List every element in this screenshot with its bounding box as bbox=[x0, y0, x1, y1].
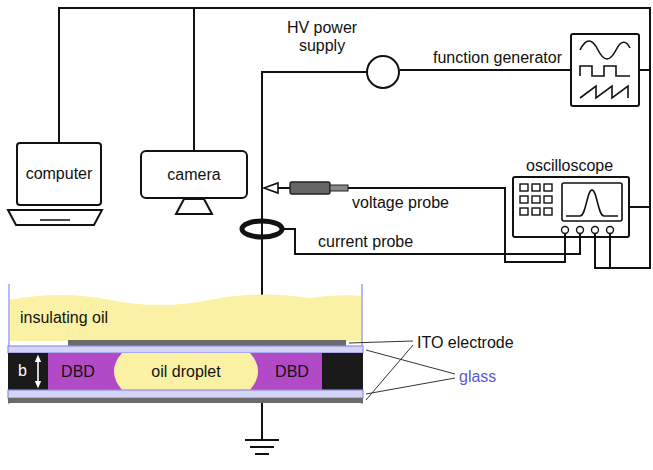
probe-label: current probe bbox=[318, 233, 413, 251]
spacer bbox=[8, 353, 48, 390]
oscilloscope-buttons bbox=[544, 184, 552, 191]
oil-bath bbox=[10, 294, 361, 341]
node-label: insulating oil bbox=[20, 309, 108, 327]
oscilloscope-knobs bbox=[562, 227, 569, 234]
sine-wave bbox=[580, 41, 630, 59]
bottom-ito-electrode bbox=[8, 398, 363, 403]
voltage-probe-body bbox=[290, 182, 330, 194]
pulse-trace bbox=[566, 190, 618, 216]
camera-stand bbox=[176, 199, 212, 214]
oscilloscope-buttons bbox=[532, 208, 540, 215]
node-label: computer bbox=[26, 165, 93, 183]
part-label: glass bbox=[459, 368, 496, 386]
node-label: DBD bbox=[275, 363, 309, 381]
current-wire bbox=[282, 229, 580, 254]
top-ito-electrode bbox=[68, 340, 346, 346]
ground-symbol bbox=[245, 439, 279, 441]
ground-symbol bbox=[255, 453, 269, 455]
ground-symbol bbox=[250, 446, 274, 448]
wire bbox=[194, 8, 650, 150]
node-label: camera bbox=[167, 166, 220, 184]
voltage-wire bbox=[348, 188, 565, 262]
ground-symbol bbox=[245, 403, 279, 454]
oscilloscope-buttons bbox=[520, 184, 552, 215]
sawtooth-wave bbox=[580, 86, 628, 98]
oscilloscope-buttons bbox=[532, 184, 540, 191]
computer-screen: computer bbox=[16, 142, 102, 206]
part-label: ITO electrode bbox=[417, 334, 514, 352]
wire bbox=[59, 8, 650, 142]
voltage-probe-tip bbox=[264, 183, 278, 193]
node-label: HV power supply bbox=[282, 19, 362, 54]
oscilloscope-knobs bbox=[562, 227, 614, 234]
ground-symbol bbox=[261, 403, 263, 440]
waveforms bbox=[580, 41, 630, 98]
oil-region: insulating oil bbox=[12, 300, 142, 336]
oscilloscope-knobs bbox=[607, 227, 614, 234]
scope-wire bbox=[609, 234, 611, 268]
oscilloscope-knobs bbox=[592, 227, 599, 234]
oscilloscope-buttons bbox=[520, 208, 528, 215]
dbd-region: DBD bbox=[262, 353, 322, 390]
spacer bbox=[322, 353, 363, 390]
node-label: oil droplet bbox=[151, 363, 220, 381]
voltage-probe-tail bbox=[330, 185, 348, 191]
current-probe-ring bbox=[242, 221, 282, 237]
oscilloscope-box: oscilloscope bbox=[512, 176, 630, 238]
wire bbox=[630, 70, 650, 207]
oil-droplet bbox=[114, 353, 258, 390]
oscilloscope-screen bbox=[562, 183, 622, 221]
node-label: function generator bbox=[433, 49, 562, 67]
gap-arrow bbox=[37, 358, 39, 385]
probe-wires bbox=[282, 188, 650, 268]
oscilloscope-buttons bbox=[520, 184, 528, 191]
laptop-base bbox=[8, 210, 102, 225]
function-generator-box: function generator bbox=[570, 33, 640, 107]
dimension-label: b bbox=[18, 362, 27, 380]
bottom-glass bbox=[8, 390, 363, 398]
probe-label: voltage probe bbox=[352, 194, 449, 212]
laptop-trackpad bbox=[40, 219, 70, 221]
node-label: DBD bbox=[61, 363, 95, 381]
wire bbox=[400, 69, 570, 71]
dbd-region: DBD bbox=[48, 353, 108, 390]
oscilloscope-buttons bbox=[520, 196, 528, 203]
leader-lines bbox=[366, 350, 455, 374]
oscilloscope-buttons bbox=[544, 196, 552, 203]
voltage-probe-shaft bbox=[278, 187, 290, 189]
node-label: oscilloscope bbox=[526, 157, 613, 175]
camera-box: camera bbox=[140, 150, 248, 199]
oscilloscope-buttons bbox=[532, 196, 540, 203]
oscilloscope-buttons bbox=[544, 208, 552, 215]
leader-lines bbox=[349, 341, 413, 343]
power-supply-circle: HV power supply bbox=[366, 55, 400, 89]
square-wave bbox=[580, 66, 630, 76]
leader-lines bbox=[366, 378, 455, 394]
droplet-region: oil droplet bbox=[124, 353, 248, 390]
top-glass bbox=[8, 346, 363, 353]
leader-lines bbox=[366, 345, 413, 400]
discharge-gap bbox=[48, 353, 322, 390]
oscilloscope-knobs bbox=[577, 227, 584, 234]
